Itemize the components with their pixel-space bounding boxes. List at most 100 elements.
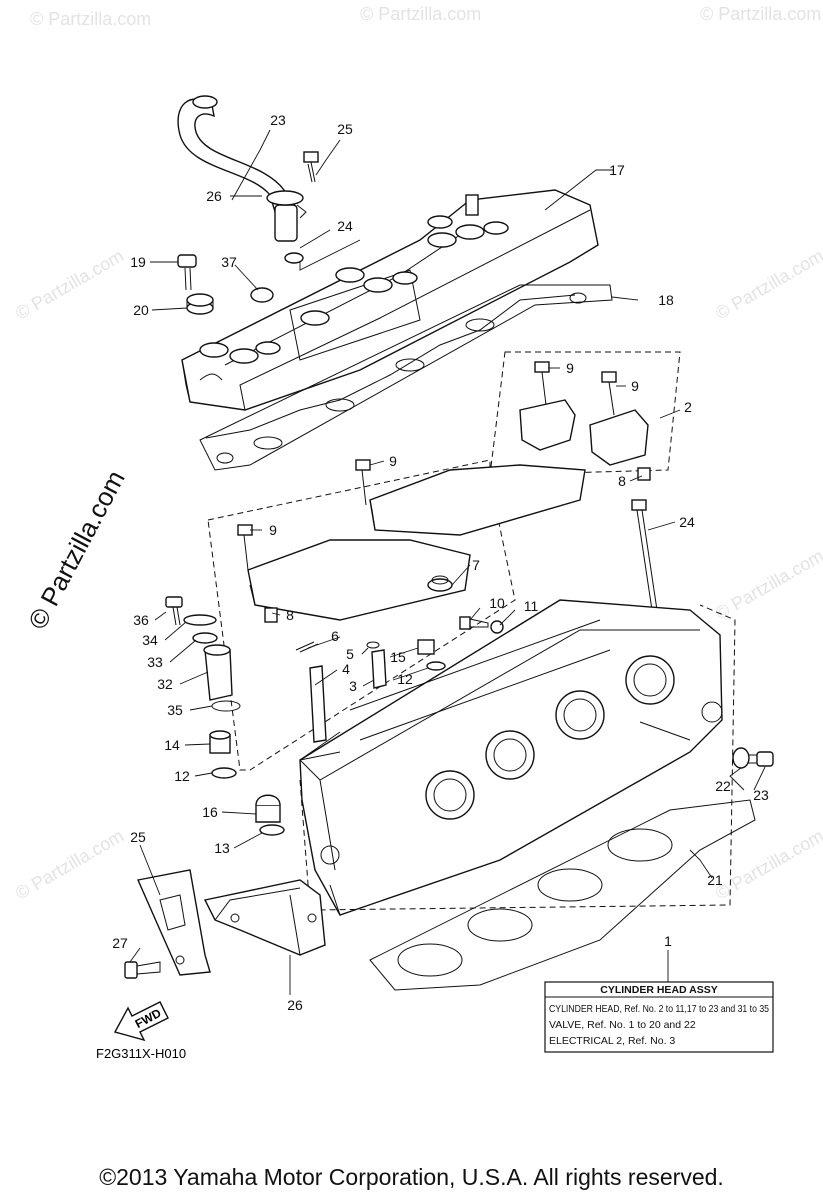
callout-8-right: 8 — [618, 473, 626, 489]
callout-29: 24 — [337, 218, 353, 234]
faint-watermark: © Partzilla.com — [712, 245, 823, 323]
head-gasket — [369, 799, 756, 991]
sleeve-32 — [203, 644, 233, 701]
callout-22: 22 — [715, 778, 731, 794]
bracket-26 — [203, 879, 326, 956]
callout-18: 18 — [658, 292, 674, 308]
legend-title: CYLINDER HEAD ASSY — [600, 984, 717, 996]
washer-11 — [490, 620, 504, 634]
callout-8-left: 8 — [286, 607, 294, 623]
callout-15: 15 — [390, 649, 406, 665]
washer-12-left — [211, 767, 237, 779]
washer-13 — [259, 824, 285, 836]
bolt-30 — [303, 151, 319, 183]
cover-gasket — [199, 284, 613, 471]
callout-23: 23 — [753, 787, 769, 803]
fwd-arrow: FWD — [113, 1001, 169, 1042]
bolt-27 — [124, 961, 161, 979]
legend-line-1: CYLINDER HEAD, Ref. No. 2 to 11,17 to 23… — [549, 1003, 769, 1015]
callout-30: 25 — [337, 121, 353, 137]
faint-watermark: © Partzilla.com — [12, 245, 127, 323]
callout-36: 36 — [133, 612, 149, 628]
washer-33 — [192, 632, 218, 644]
bolt-19 — [177, 254, 197, 291]
callout-21: 21 — [707, 872, 723, 888]
faint-watermark: © Partzilla.com — [712, 825, 823, 903]
faint-watermark: © Partzilla.com — [700, 4, 821, 24]
callout-7: 7 — [472, 557, 480, 573]
sensor-3 — [371, 649, 387, 689]
cap-nut-16 — [255, 794, 281, 823]
leader-lines — [129, 129, 766, 995]
plug-37 — [250, 287, 274, 303]
washer-12-right — [426, 661, 446, 671]
legend-line-3: ELECTRICAL 2, Ref. No. 3 — [549, 1035, 675, 1047]
bolt-23 — [748, 751, 774, 767]
cam-cap-group-outline — [489, 351, 681, 476]
copyright-notice: ©2013 Yamaha Motor Corporation, U.S.A. A… — [99, 1164, 724, 1190]
head-group-outline — [299, 604, 736, 911]
callout-25: 25 — [130, 829, 146, 845]
callout-labels: 23 25 26 24 19 37 20 17 18 9 9 2 9 9 8 2… — [112, 112, 769, 1013]
o-ring-5 — [366, 641, 380, 649]
callout-5: 5 — [346, 646, 354, 662]
faint-watermark: © Partzilla.com — [712, 545, 823, 623]
spring-6 — [295, 641, 319, 653]
cylinder-head — [299, 599, 723, 916]
callout-10: 10 — [489, 595, 505, 611]
valve-guide-4 — [309, 665, 327, 743]
bolt-10 — [459, 616, 489, 630]
callout-24: 24 — [679, 514, 695, 530]
callout-9-c: 9 — [389, 453, 397, 469]
bracket-25 — [137, 869, 211, 976]
cam-cap-middle — [355, 459, 586, 536]
faint-watermark: © Partzilla.com — [360, 4, 481, 24]
callout-26: 26 — [287, 997, 303, 1013]
callout-6: 6 — [331, 628, 339, 644]
callout-32: 32 — [157, 676, 173, 692]
breather-hose — [177, 95, 307, 242]
callout-12-right: 12 — [397, 671, 413, 687]
callout-31: 26 — [206, 188, 222, 204]
callout-3: 3 — [349, 678, 357, 694]
callout-2: 2 — [684, 399, 692, 415]
cam-cap-group-outline-2 — [207, 459, 516, 771]
callout-9-d: 9 — [269, 522, 277, 538]
callout-17: 17 — [609, 162, 625, 178]
legend-line-2: VALVE, Ref. No. 1 to 20 and 22 — [549, 1019, 696, 1031]
cam-cap-right — [519, 361, 651, 481]
callout-11: 11 — [524, 598, 539, 614]
callout-16: 16 — [202, 804, 218, 820]
callout-1: 1 — [664, 933, 672, 949]
callout-9-a: 9 — [566, 360, 574, 376]
callout-34: 34 — [142, 632, 158, 648]
callout-12-left: 12 — [174, 768, 190, 784]
callout-33: 33 — [147, 654, 163, 670]
washer-34 — [183, 614, 217, 626]
nut-14 — [209, 730, 231, 754]
cam-cap-left — [237, 524, 471, 623]
bolt-36 — [165, 596, 183, 626]
faint-watermark: © Partzilla.com — [12, 825, 127, 903]
callout-27: 27 — [112, 935, 128, 951]
stud-bolt-24 — [631, 499, 658, 611]
washer-22 — [732, 747, 750, 769]
cylinder-head-cover — [181, 189, 599, 411]
faint-watermark: © Partzilla.com — [30, 9, 151, 29]
o-ring-35 — [211, 700, 241, 712]
callout-13: 13 — [214, 840, 230, 856]
grommet-20 — [186, 293, 214, 315]
callout-37: 37 — [221, 254, 237, 270]
legend-box: CYLINDER HEAD ASSY CYLINDER HEAD, Ref. N… — [544, 981, 774, 1053]
callout-4: 4 — [342, 661, 350, 677]
callout-35: 35 — [167, 702, 183, 718]
nut-15 — [417, 639, 435, 655]
callout-9-b: 9 — [631, 378, 639, 394]
callout-20: 20 — [133, 302, 149, 318]
callout-14: 14 — [164, 737, 180, 753]
diagram-code: F2G311X-H010 — [96, 1046, 186, 1061]
o-ring-29 — [284, 252, 304, 264]
callout-28: 23 — [270, 112, 286, 128]
callout-19: 19 — [130, 254, 146, 270]
